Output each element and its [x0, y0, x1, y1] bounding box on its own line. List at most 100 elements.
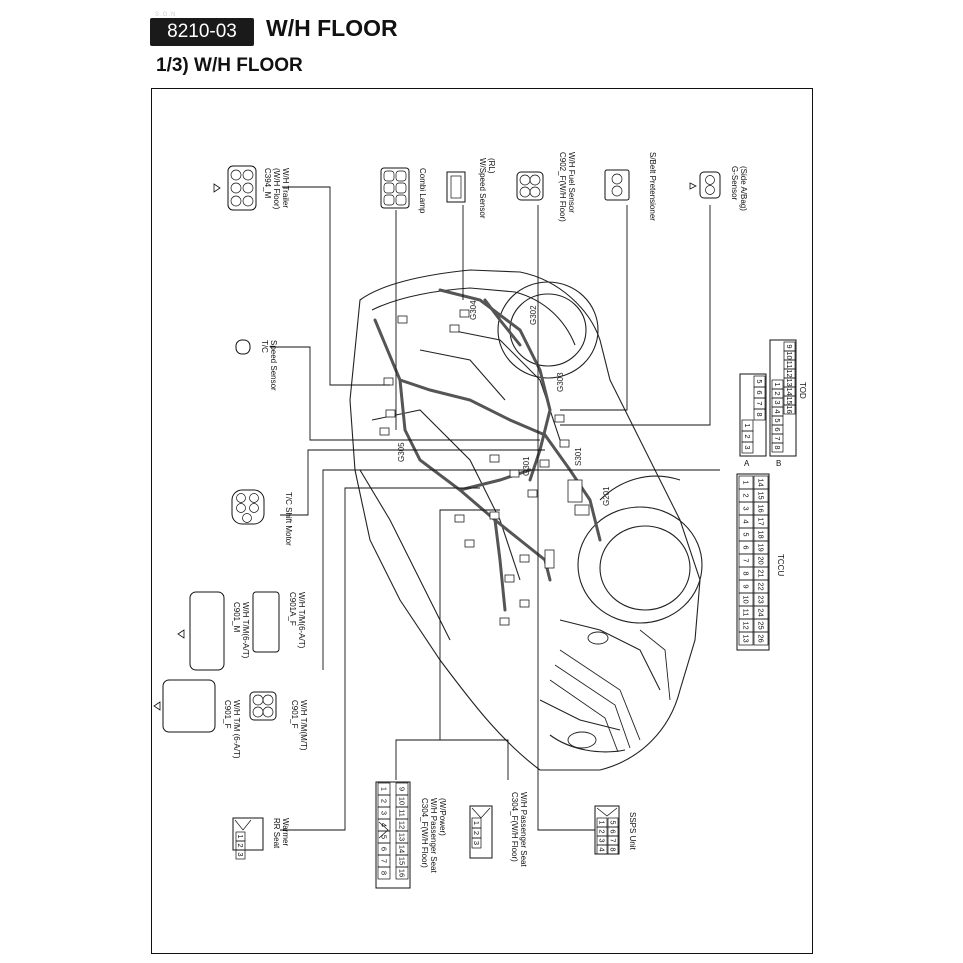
c901-f-at-key-marker: [153, 701, 161, 711]
svg-text:2: 2: [773, 391, 782, 395]
svg-text:11: 11: [398, 809, 407, 817]
svg-text:2: 2: [380, 799, 389, 803]
svg-text:S/Belt Pretensioner: S/Belt Pretensioner: [648, 152, 657, 221]
svg-text:W/H T/M(6-A/T): W/H T/M(6-A/T): [241, 602, 250, 659]
svg-text:(Side A/Bag): (Side A/Bag): [739, 166, 748, 211]
svg-text:4: 4: [773, 409, 782, 413]
svg-text:5: 5: [755, 379, 764, 383]
svg-text:10: 10: [398, 797, 407, 805]
svg-text:23: 23: [757, 595, 766, 603]
svg-text:C901A_F: C901A_F: [288, 592, 297, 626]
svg-text:12: 12: [785, 369, 794, 377]
svg-text:7: 7: [609, 838, 618, 842]
pin-grids: 1231234567891011121314151612312345678123…: [235, 341, 796, 880]
svg-text:C902_F(W/H Floor): C902_F(W/H Floor): [558, 152, 567, 222]
svg-text:TOD: TOD: [798, 382, 807, 399]
svg-text:3: 3: [472, 841, 481, 845]
svg-text:26: 26: [757, 634, 766, 642]
svg-text:25: 25: [757, 621, 766, 629]
svg-text:14: 14: [785, 387, 794, 395]
svg-text:W/H T/M(M/T): W/H T/M(M/T): [299, 700, 308, 751]
connector-c901a-f-face: [252, 591, 280, 653]
svg-text:T/C Shift Motor: T/C Shift Motor: [284, 492, 293, 546]
svg-text:17: 17: [757, 517, 766, 525]
svg-text:W/H Fuel Sensor: W/H Fuel Sensor: [567, 152, 576, 213]
connector-tccu-label: TCCU: [776, 554, 785, 576]
svg-text:10: 10: [742, 595, 751, 603]
svg-text:1: 1: [236, 834, 245, 838]
svg-text:16: 16: [757, 504, 766, 512]
diagram-frame: [151, 88, 813, 954]
ground-g301: G301: [522, 456, 531, 476]
svg-text:5: 5: [742, 532, 751, 536]
svg-text:1: 1: [472, 821, 481, 825]
section-code-badge: 8210-03: [150, 18, 254, 46]
svg-text:14: 14: [398, 845, 407, 853]
svg-text:3: 3: [380, 811, 389, 815]
svg-text:C901_M: C901_M: [232, 602, 241, 633]
connector-tc-speed-face: [235, 339, 251, 355]
ground-g305: G305: [397, 442, 406, 462]
connector-c304-label: C304_F(W/H Floor) W/H Passenger Seat: [510, 792, 528, 867]
svg-text:7: 7: [742, 558, 751, 562]
svg-text:11: 11: [785, 361, 794, 369]
svg-text:G-Sensor: G-Sensor: [730, 166, 739, 201]
svg-text:6: 6: [755, 390, 764, 394]
svg-text:13: 13: [785, 378, 794, 386]
svg-text:3: 3: [773, 400, 782, 404]
svg-text:W/H T/M(6-A/T): W/H T/M(6-A/T): [297, 592, 306, 649]
c901-m-key-marker: [177, 629, 185, 639]
svg-text:8: 8: [773, 445, 782, 449]
connector-c901-f-mt-label: C901_F W/H T/M(M/T): [290, 700, 308, 751]
connector-gsensor-label: G-Sensor (Side A/Bag): [730, 166, 748, 211]
connector-tod-label: TOD: [798, 382, 807, 399]
connector-rr-seat-face: [232, 817, 264, 851]
brand-label: S.G.N: [155, 12, 177, 18]
connector-c901-f-at-face: [162, 679, 216, 733]
pins-tod-a-row1: 123: [741, 419, 754, 454]
connector-tc-speed-label: T/C Speed Sensor: [260, 340, 278, 391]
svg-text:3: 3: [598, 838, 607, 842]
svg-text:Warmer: Warmer: [281, 818, 290, 846]
svg-text:2: 2: [236, 843, 245, 847]
svg-text:6: 6: [773, 427, 782, 431]
connector-c901-f-mt-face: [249, 691, 277, 721]
svg-text:TCCU: TCCU: [776, 554, 785, 576]
svg-text:1: 1: [742, 480, 751, 484]
connector-gsensor-face: [689, 171, 721, 199]
svg-text:21: 21: [757, 569, 766, 577]
page-title: W/H FLOOR: [266, 15, 398, 41]
svg-text:T/C: T/C: [260, 340, 269, 353]
connector-c901-m-label: C901_M W/H T/M(6-A/T): [232, 602, 250, 659]
svg-text:3: 3: [236, 852, 245, 856]
svg-text:4: 4: [742, 519, 751, 523]
connector-wspeed-face: [446, 171, 466, 203]
svg-text:(W/Power): (W/Power): [438, 798, 447, 836]
svg-text:6: 6: [742, 545, 751, 549]
svg-text:W/H Passenger Seat: W/H Passenger Seat: [519, 792, 528, 867]
svg-text:4: 4: [598, 847, 607, 851]
ground-g201: G201: [602, 486, 611, 506]
svg-text:C304_F(W/H Floor): C304_F(W/H Floor): [510, 792, 519, 862]
svg-text:8: 8: [380, 871, 389, 875]
svg-text:12: 12: [742, 621, 751, 629]
svg-text:11: 11: [742, 609, 751, 617]
front-wheel: [577, 506, 703, 624]
svg-text:9: 9: [398, 787, 407, 791]
splice-s301: S301: [574, 447, 583, 466]
svg-text:(W/H Floor): (W/H Floor): [272, 168, 281, 210]
svg-text:24: 24: [757, 608, 766, 616]
vehicle-outline: [349, 269, 701, 771]
svg-text:5: 5: [773, 418, 782, 422]
connector-sbelt-face: [604, 169, 630, 201]
svg-text:7: 7: [380, 859, 389, 863]
front-grille: [549, 629, 671, 753]
svg-text:2: 2: [743, 434, 752, 438]
svg-text:SSPS Unit: SSPS Unit: [628, 812, 637, 851]
ground-g302: G302: [529, 305, 538, 325]
svg-text:6: 6: [380, 847, 389, 851]
